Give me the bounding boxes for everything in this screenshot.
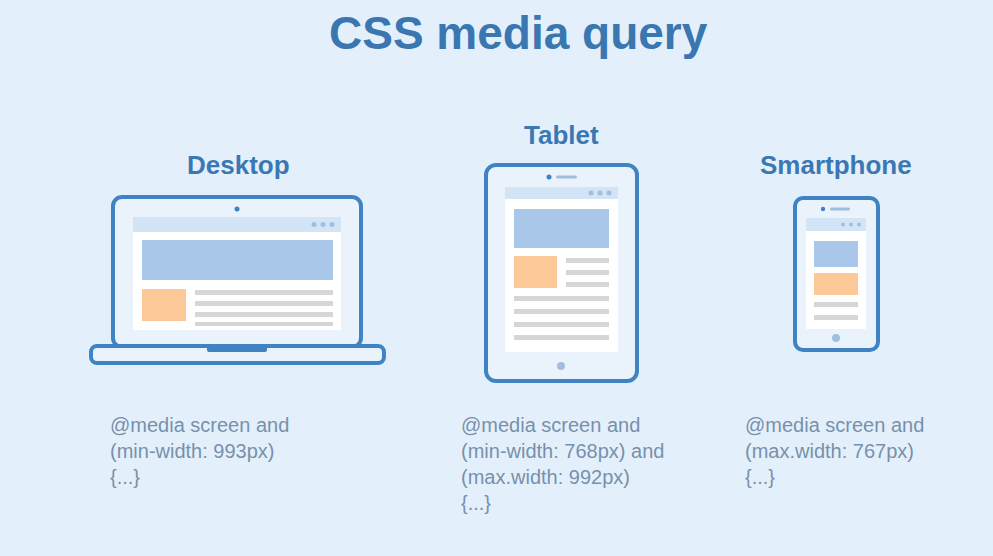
media-query-text: @media screen and (max.width: 767px) (745, 412, 960, 464)
media-query-code: @media screen and (min-width: 768px) and… (461, 412, 676, 516)
media-query-text: @media screen and (min-width: 768px) and… (461, 412, 676, 490)
smartphone-illustration (795, 198, 878, 350)
rule-body-text: {...} (745, 464, 960, 490)
device-heading: Tablet (524, 120, 599, 150)
laptop-illustration (91, 197, 384, 363)
smartphone-device: Smartphone @media screen and (max.width: … (742, 148, 972, 498)
media-query-text: @media screen and (min-width: 993px) (110, 412, 325, 464)
media-query-code: @media screen and (max.width: 767px){...… (745, 412, 960, 490)
rule-body-text: {...} (461, 490, 676, 516)
device-heading: Smartphone (760, 150, 912, 180)
rule-body-text: {...} (110, 464, 325, 490)
device-heading: Desktop (187, 150, 290, 180)
tablet-illustration (486, 165, 637, 381)
tablet-device: Tablet @media screen and (min-width: 768p… (458, 118, 678, 523)
diagram-title: CSS media query (329, 6, 707, 60)
media-query-code: @media screen and (min-width: 993px){...… (110, 412, 325, 490)
desktop-device: Desktop @media screen and (min-width: 993… (88, 148, 388, 498)
